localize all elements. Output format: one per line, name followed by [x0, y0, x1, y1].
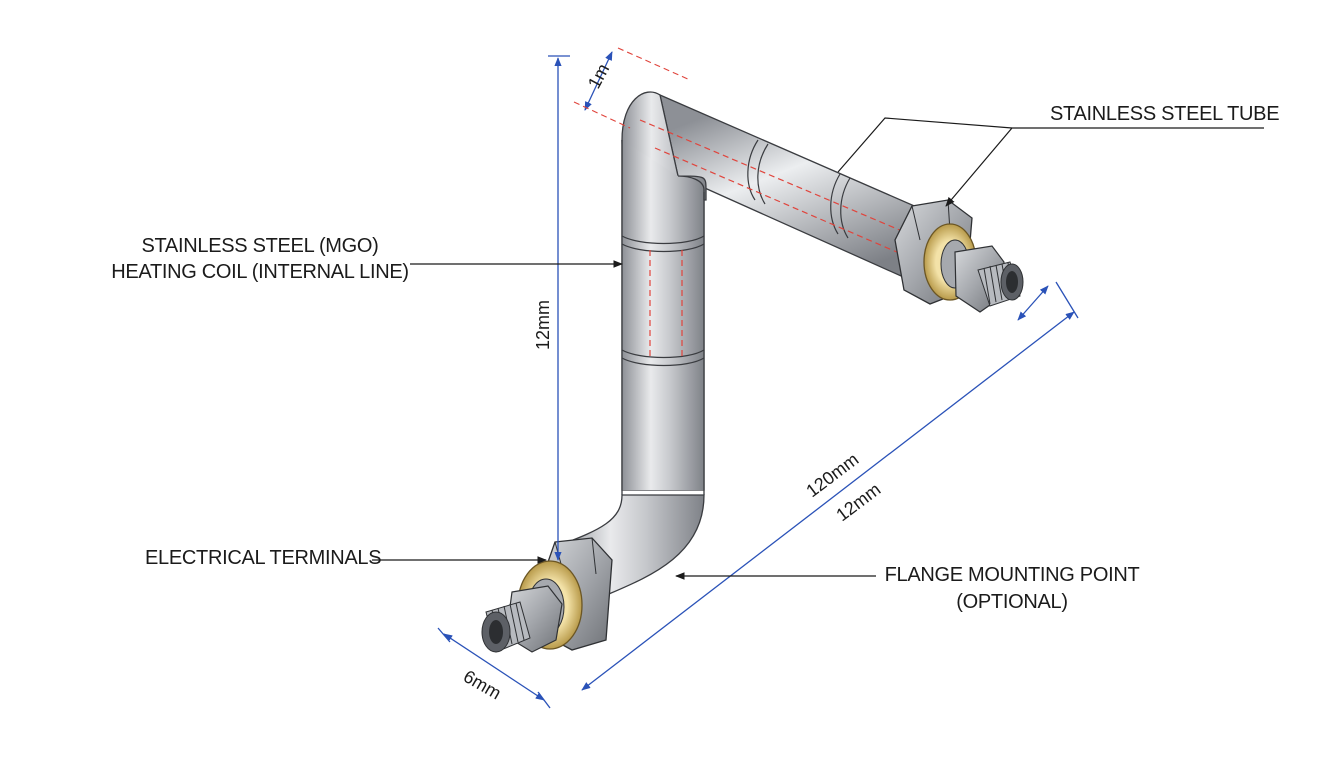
label-flange-1: FLANGE MOUNTING POINT	[885, 564, 1140, 586]
dim-text-diameter-top: 1m	[584, 60, 613, 91]
dim-text-fitting-width: 6mm	[460, 666, 505, 703]
dim-length-diagonal	[581, 311, 1075, 691]
dim-text-vertical: 12mm	[533, 300, 553, 350]
label-electrical-terminals: ELECTRICAL TERMINALS	[145, 547, 381, 569]
leader-stainless-tube	[945, 127, 1264, 207]
dim-fitting-width	[443, 633, 545, 701]
dim-diameter-top	[584, 51, 613, 111]
heater-tube	[559, 91, 936, 601]
label-heating-coil-1: STAINLESS STEEL (MGO)	[141, 235, 378, 257]
dim-text-length-2: 12mm	[832, 479, 884, 525]
dimension-lines	[437, 51, 1079, 709]
fitting-top-right	[894, 199, 1024, 313]
fitting-bottom-left	[481, 537, 613, 653]
label-heating-coil-2: HEATING COIL (INTERNAL LINE)	[111, 261, 409, 283]
label-stainless-tube: STAINLESS STEEL TUBE	[1050, 103, 1279, 125]
label-flange-2: (OPTIONAL)	[956, 591, 1067, 613]
